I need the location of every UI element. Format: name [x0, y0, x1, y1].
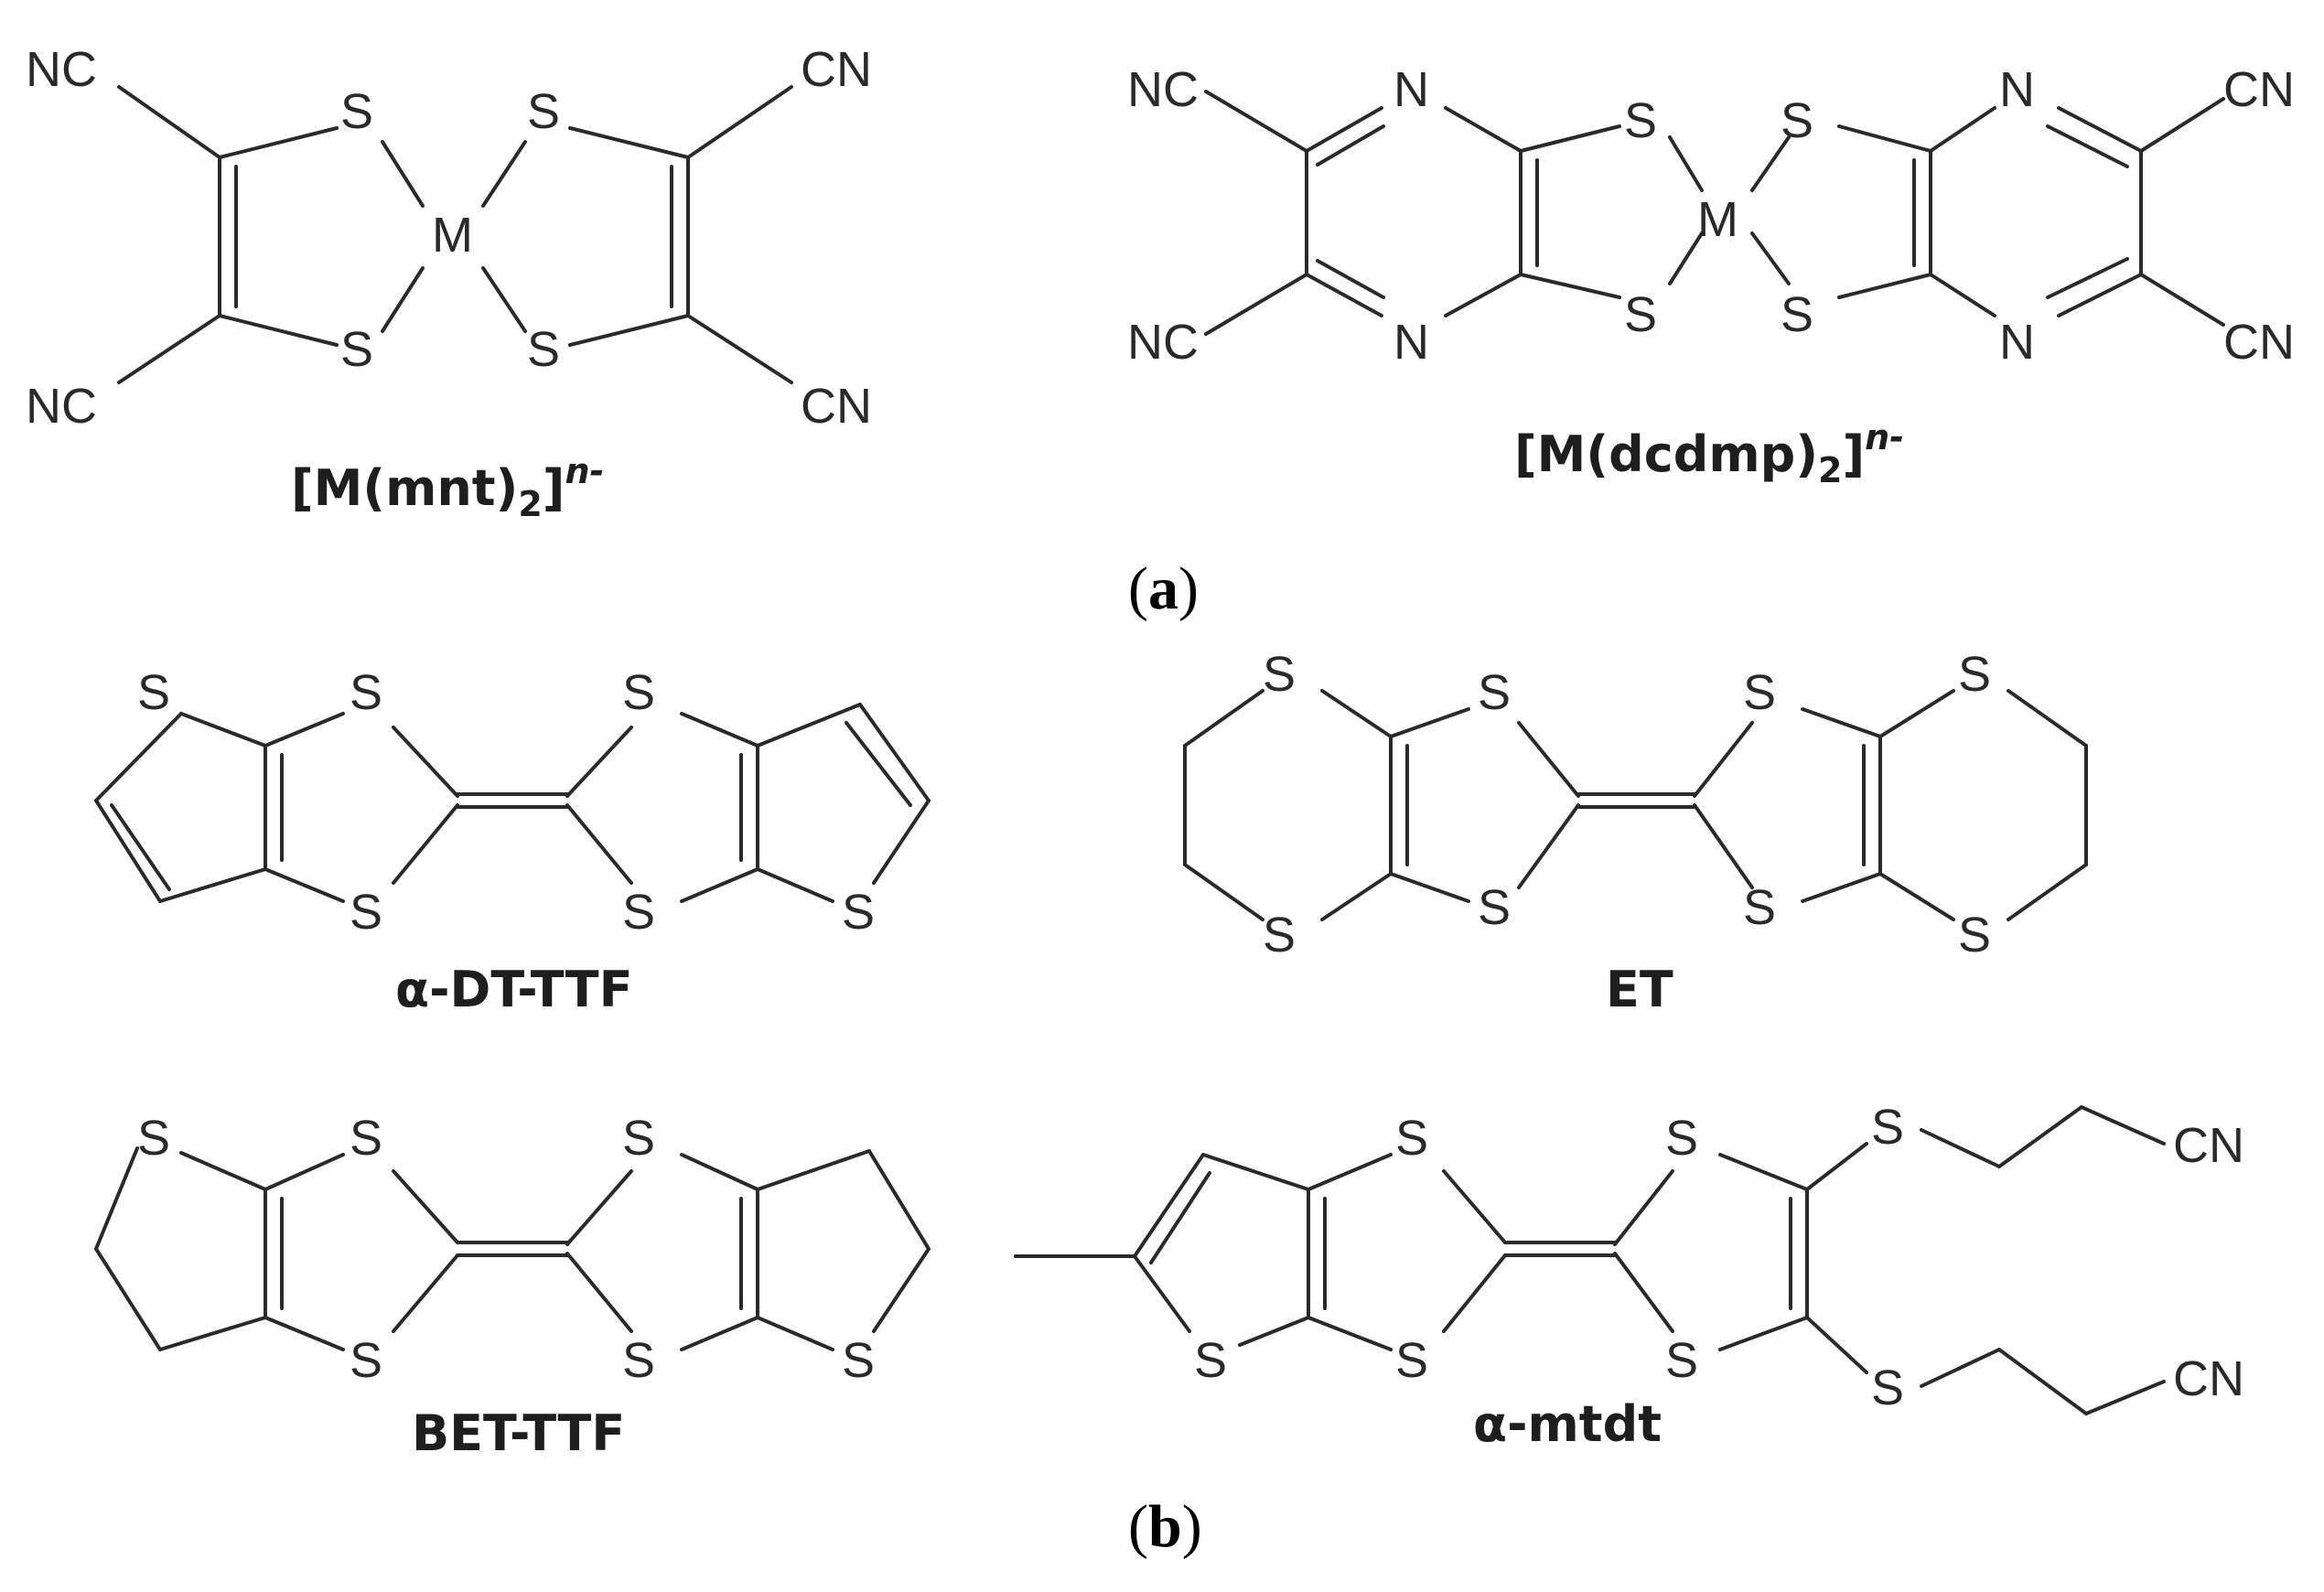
- atom-n-label: N: [1393, 62, 1429, 117]
- mtdt-bonds: [1014, 1105, 2166, 1415]
- panel-label-b: (b): [1128, 1493, 1202, 1560]
- atom-m-label: M: [432, 208, 473, 263]
- atom-s-label: S: [350, 885, 382, 940]
- atom-n-label: N: [1393, 315, 1429, 370]
- atom-s-label: S: [1743, 665, 1776, 720]
- atom-s-label: S: [350, 665, 382, 720]
- atom-s-label: S: [1478, 880, 1511, 935]
- et-bonds: [1183, 689, 2088, 921]
- atom-nc-label: NC: [1127, 62, 1199, 117]
- atom-cn-label: CN: [801, 379, 872, 434]
- atom-nc-label: NC: [26, 379, 97, 434]
- atom-s-label: S: [340, 84, 373, 139]
- atom-s-label: S: [350, 1333, 382, 1388]
- atom-cn-label: CN: [2173, 1351, 2244, 1406]
- atom-s-label: S: [1395, 1111, 1428, 1166]
- atom-s-label: S: [527, 84, 560, 139]
- label-et: ET: [1606, 961, 1673, 1018]
- atom-s-label: S: [1781, 93, 1813, 148]
- atom-s-label: S: [1263, 647, 1296, 702]
- atom-n-label: N: [1999, 315, 2035, 370]
- atom-s-label: S: [1395, 1333, 1428, 1388]
- label-alpha-mtdt: α-mtdt: [1473, 1395, 1662, 1453]
- label-m-mnt2: [M(mnt)2]n-: [291, 451, 604, 524]
- molecule-m-mnt2: NC NC S S M S S CN CN [M(mnt)2]n-: [26, 42, 872, 524]
- atom-cn-label: CN: [801, 42, 872, 97]
- atom-s-label: S: [622, 885, 655, 940]
- atom-s-label: S: [622, 1333, 655, 1388]
- atom-s-label: S: [1665, 1333, 1698, 1388]
- atom-s-label: S: [1871, 1361, 1904, 1415]
- atom-cn-label: CN: [2223, 315, 2295, 370]
- atom-s-label: S: [527, 322, 560, 377]
- molecule-alpha-dt-ttf: S S S S S S α-DT-TTF: [94, 665, 931, 1018]
- atom-nc-label: NC: [26, 42, 97, 97]
- dt-ttf-bonds: [94, 703, 931, 903]
- atom-cn-label: CN: [2173, 1118, 2244, 1173]
- panel-label-a: (a): [1128, 555, 1199, 622]
- molecule-bet-ttf: S S S S S S BET-TTF: [94, 1111, 931, 1462]
- atom-s-label: S: [137, 1111, 170, 1166]
- mnt-bonds: [117, 85, 793, 384]
- atom-s-label: S: [842, 885, 875, 940]
- atom-s-label: S: [1871, 1100, 1904, 1155]
- atom-s-label: S: [1194, 1333, 1227, 1388]
- atom-nc-label: NC: [1127, 315, 1199, 370]
- molecule-m-dcdmp2: NC NC N N S S M S S N N CN CN [M(dcdmp)2…: [1127, 62, 2295, 490]
- label-bet-ttf: BET-TTF: [412, 1404, 625, 1462]
- atom-s-label: S: [1263, 908, 1296, 963]
- atom-s-label: S: [340, 322, 373, 377]
- dcdmp-bonds: [1204, 90, 2225, 336]
- atom-s-label: S: [622, 665, 655, 720]
- atom-s-label: S: [1743, 880, 1776, 935]
- atom-s-label: S: [1624, 287, 1657, 342]
- atom-s-label: S: [350, 1111, 382, 1166]
- atom-n-label: N: [1999, 62, 2035, 117]
- atom-s-label: S: [1624, 93, 1657, 148]
- atom-m-label: M: [1697, 192, 1738, 247]
- atom-s-label: S: [1958, 647, 1991, 702]
- atom-s-label: S: [1665, 1111, 1698, 1166]
- bet-ttf-bonds: [94, 1146, 931, 1351]
- molecule-et: S S S S S S S S ET: [1183, 647, 2088, 1018]
- atom-s-label: S: [842, 1333, 875, 1388]
- molecule-alpha-mtdt: S S S S S S S CN CN α-mtdt: [1014, 1100, 2244, 1453]
- atom-cn-label: CN: [2223, 62, 2295, 117]
- label-m-dcdmp2: [M(dcdmp)2]n-: [1514, 417, 1904, 490]
- atom-s-label: S: [137, 665, 170, 720]
- atom-s-label: S: [1958, 908, 1991, 963]
- label-alpha-dt-ttf: α-DT-TTF: [395, 961, 633, 1018]
- atom-s-label: S: [1478, 665, 1511, 720]
- atom-s-label: S: [1781, 287, 1813, 342]
- atom-s-label: S: [622, 1111, 655, 1166]
